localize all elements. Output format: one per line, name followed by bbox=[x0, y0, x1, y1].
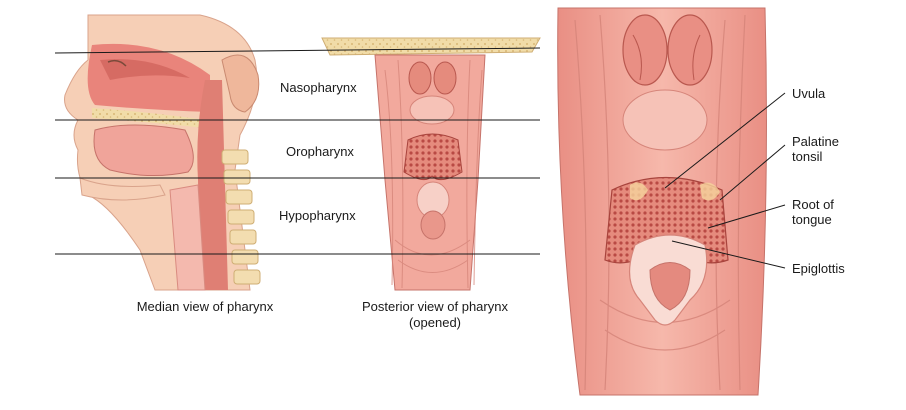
epiglottis-leader bbox=[671, 240, 786, 269]
callout-leaders bbox=[664, 92, 786, 269]
posterior-view-caption: Posterior view of pharynx (opened) bbox=[362, 299, 508, 330]
oropharynx-label: Oropharynx bbox=[286, 144, 354, 159]
palatine-tonsil-leader bbox=[719, 144, 786, 201]
nasopharynx-label: Nasopharynx bbox=[280, 80, 357, 95]
root-of-tongue-label: Root of tongue bbox=[792, 197, 834, 227]
uvula-leader bbox=[664, 92, 786, 189]
level-lines bbox=[54, 47, 541, 255]
palatine-tonsil-label: Palatine tonsil bbox=[792, 134, 839, 164]
hypopharynx-label: Hypopharynx bbox=[279, 208, 356, 223]
closeup-illustration bbox=[557, 7, 767, 396]
median-view-caption: Median view of pharynx bbox=[136, 299, 274, 314]
posterior-view-illustration bbox=[321, 37, 541, 291]
epiglottis-label: Epiglottis bbox=[792, 261, 845, 276]
median-view-illustration bbox=[64, 14, 261, 291]
root-of-tongue-leader bbox=[707, 204, 786, 229]
level-line-nasopharynx-top bbox=[54, 47, 541, 54]
uvula-label: Uvula bbox=[792, 86, 826, 101]
